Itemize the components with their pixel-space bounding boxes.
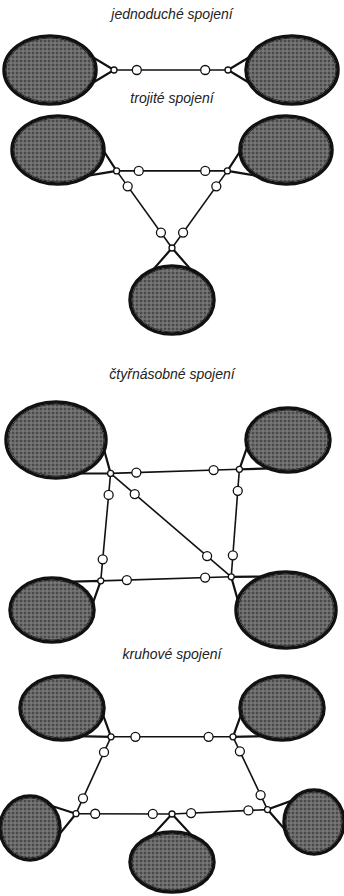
carabiner — [104, 490, 113, 499]
anchor-tree — [248, 410, 328, 470]
carabiner — [212, 182, 221, 191]
sling-carabiner — [73, 811, 79, 817]
anchor-tree — [242, 118, 330, 182]
carabiner — [122, 576, 131, 585]
sling-loop — [130, 832, 214, 892]
sling-loop — [236, 572, 336, 648]
carabiner — [79, 794, 88, 803]
carabiner — [132, 66, 141, 75]
anchor-tree — [242, 678, 322, 738]
section-title: trojité spojení — [127, 90, 216, 106]
sling-loop — [284, 790, 344, 854]
rope — [111, 469, 240, 473]
sling-loop — [4, 36, 96, 104]
anchor-tree — [8, 404, 104, 476]
sling-loop — [12, 116, 104, 184]
sling-loop — [240, 116, 332, 184]
sling-carabiner — [114, 168, 120, 174]
carabiner — [132, 468, 141, 477]
sling-loop — [20, 676, 104, 740]
anchor-tree — [248, 38, 336, 102]
section-title: jednoduché spojení — [108, 6, 235, 22]
sling-carabiner — [169, 245, 175, 251]
anchor-tree — [22, 678, 102, 738]
carabiner — [203, 552, 212, 561]
sling-loop — [246, 36, 338, 104]
carabiner — [201, 66, 210, 75]
connection-figure — [6, 402, 336, 648]
rope — [117, 171, 172, 248]
carabiner — [91, 809, 100, 818]
carabiner — [98, 555, 107, 564]
rope — [172, 171, 227, 248]
anchor-tree — [132, 834, 212, 890]
carabiner — [134, 166, 143, 175]
sling-loop — [0, 796, 60, 860]
sling-carabiner — [224, 168, 230, 174]
anchor-tree — [14, 118, 102, 182]
carabiner — [244, 806, 253, 815]
section-title: kruhové spojení — [120, 646, 225, 662]
sling-carabiner — [225, 67, 231, 73]
carabiner — [123, 182, 132, 191]
carabiner — [148, 809, 157, 818]
anchor-tree — [6, 38, 94, 102]
sling-carabiner — [236, 466, 242, 472]
sling-loop — [10, 578, 94, 642]
carabiner — [179, 228, 188, 237]
carabiner — [256, 791, 265, 800]
carabiner — [209, 466, 218, 475]
sling-carabiner — [111, 67, 117, 73]
connection-figure — [12, 116, 332, 334]
rope — [111, 736, 233, 738]
sling-carabiner — [108, 734, 114, 740]
sling-loop — [6, 402, 106, 478]
carabiner — [130, 490, 139, 499]
anchor-tree — [286, 792, 342, 852]
anchor-tree — [2, 798, 58, 858]
carabiner — [201, 573, 210, 582]
anchor-tree — [12, 580, 92, 640]
sling-loop — [130, 266, 214, 334]
sling-carabiner — [228, 574, 234, 580]
rope — [233, 737, 268, 810]
rope — [101, 473, 111, 580]
carabiner — [100, 748, 109, 757]
anchor-tree — [132, 268, 212, 332]
sling-loop — [240, 676, 324, 740]
sling-carabiner — [108, 470, 114, 476]
carabiner — [204, 732, 213, 741]
rope — [111, 473, 232, 576]
anchor-tree — [238, 574, 334, 646]
carabiner — [235, 747, 244, 756]
carabiner — [201, 166, 210, 175]
sling-carabiner — [230, 734, 236, 740]
rope — [231, 469, 239, 577]
carabiner — [156, 228, 165, 237]
rope — [114, 69, 228, 71]
sling-carabiner — [169, 811, 175, 817]
rope — [76, 737, 111, 814]
sling-loop — [246, 408, 330, 472]
carabiner — [233, 486, 242, 495]
carabiner — [131, 732, 140, 741]
rope — [117, 170, 228, 172]
rope — [101, 577, 231, 581]
sling-carabiner — [265, 807, 271, 813]
section-title: čtyřnásobné spojení — [106, 366, 237, 382]
carabiner — [228, 551, 237, 560]
connection-figure — [0, 676, 344, 892]
sling-carabiner — [98, 578, 104, 584]
carabiner — [187, 809, 196, 818]
